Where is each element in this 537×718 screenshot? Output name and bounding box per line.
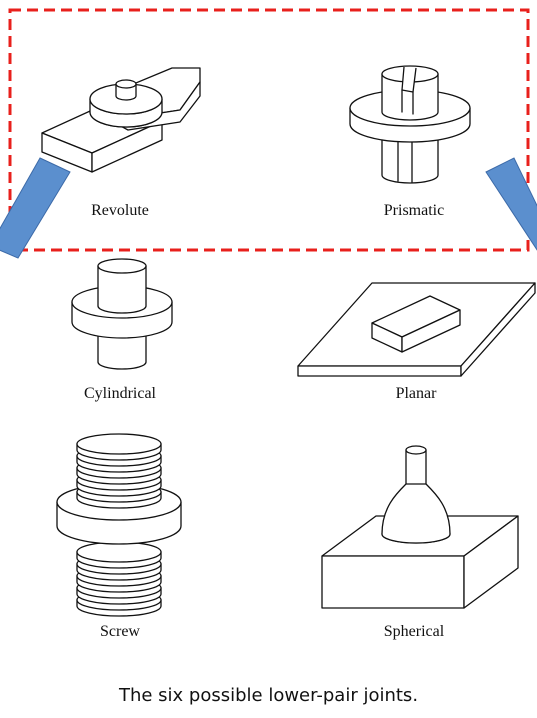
revolute-label: Revolute [91, 202, 149, 219]
planar-joint-drawing [298, 283, 535, 376]
revolute-joint-drawing [42, 68, 200, 172]
screw-label: Screw [100, 623, 140, 640]
prismatic-label: Prismatic [384, 202, 444, 219]
screw-joint-drawing [57, 434, 181, 616]
planar-label: Planar [396, 385, 438, 402]
cylindrical-label: Cylindrical [84, 385, 157, 402]
spherical-label: Spherical [384, 623, 445, 640]
prismatic-joint-drawing [350, 66, 470, 183]
spherical-joint-drawing [322, 446, 518, 608]
figure-caption: The six possible lower-pair joints. [0, 685, 537, 706]
cylindrical-joint-drawing [72, 259, 172, 369]
